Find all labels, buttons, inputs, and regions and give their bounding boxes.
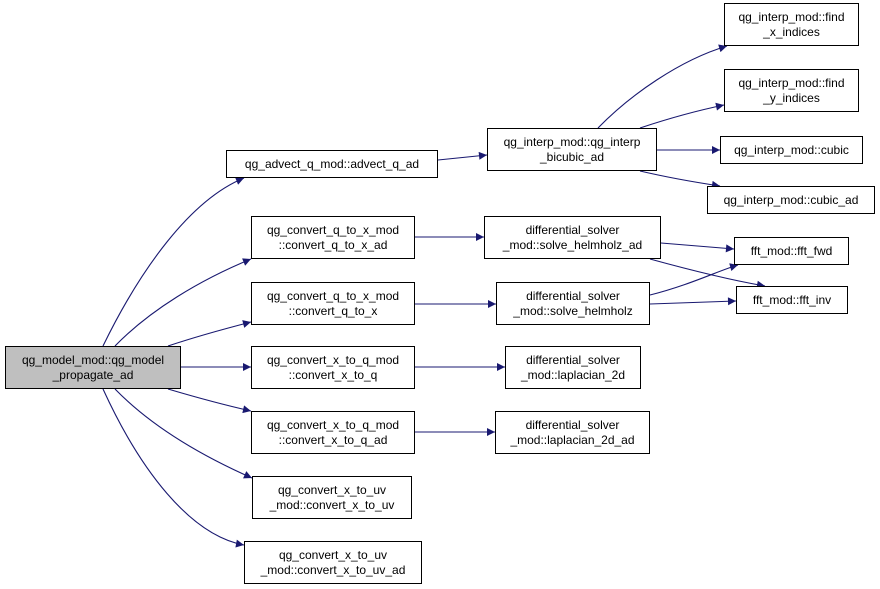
node-convert-x-to-q-ad[interactable]: qg_convert_x_to_q_mod ::convert_x_to_q_a… — [251, 411, 415, 454]
node-solve-helmholz[interactable]: differential_solver _mod::solve_helmholz — [496, 282, 650, 325]
edge-bicubic-to-cubic_ad — [639, 170, 721, 189]
node-label-line-1: qg_convert_q_to_x_mod — [266, 288, 400, 303]
node-label-line-1: qg_interp_mod::qg_interp — [503, 134, 641, 149]
node-cubic-ad[interactable]: qg_interp_mod::cubic_ad — [707, 186, 875, 214]
node-label-line-2: ::convert_x_to_q — [288, 367, 378, 382]
edge-root-to-q2x_ad — [114, 258, 252, 347]
node-label-line-1: differential_solver — [525, 222, 620, 237]
node-find-x-indices[interactable]: qg_interp_mod::find _x_indices — [724, 3, 859, 46]
node-fft-inv[interactable]: fft_mod::fft_inv — [736, 286, 848, 314]
node-label-line-2: ::convert_q_to_x_ad — [278, 237, 388, 252]
node-label-line-1: qg_interp_mod::find — [738, 9, 845, 24]
node-fft-fwd[interactable]: fft_mod::fft_fwd — [734, 237, 849, 265]
node-convert-x-to-q[interactable]: qg_convert_x_to_q_mod ::convert_x_to_q — [251, 346, 415, 389]
node-laplacian-2d[interactable]: differential_solver _mod::laplacian_2d — [505, 346, 641, 389]
node-label-line-1: differential_solver — [525, 417, 620, 432]
node-label-line-2: _mod::solve_helmholz — [513, 303, 633, 318]
node-cubic[interactable]: qg_interp_mod::cubic — [720, 136, 863, 164]
node-label-line-2: _mod::convert_x_to_uv — [269, 497, 395, 512]
node-convert-q-to-x[interactable]: qg_convert_q_to_x_mod ::convert_q_to_x — [251, 282, 415, 325]
edge-root-to-x2q_ad — [167, 388, 252, 414]
node-label-line-2: _mod::laplacian_2d_ad — [510, 432, 635, 447]
node-label-line-1: qg_convert_q_to_x_mod — [266, 222, 400, 237]
node-label-line-1: qg_interp_mod::cubic — [734, 142, 849, 157]
edge-advect-to-bicubic — [437, 151, 488, 161]
node-label-line-1: qg_convert_x_to_q_mod — [266, 352, 400, 367]
node-convert-q-to-x-ad[interactable]: qg_convert_q_to_x_mod ::convert_q_to_x_a… — [251, 216, 415, 259]
node-label-line-1: differential_solver — [526, 288, 620, 303]
node-qg-model-propagate-ad[interactable]: qg_model_mod::qg_model _propagate_ad — [5, 346, 181, 389]
node-label-line-1: qg_interp_mod::cubic_ad — [723, 192, 859, 207]
node-label-line-1: fft_mod::fft_fwd — [750, 243, 833, 258]
edge-helm_ad-to-fft_fwd — [660, 242, 735, 253]
edge-helm-to-fft_fwd — [649, 263, 739, 296]
edge-helm_ad-to-fft_inv — [649, 258, 766, 289]
edge-helm-to-fft_inv — [649, 297, 737, 306]
node-label-line-2: ::convert_q_to_x — [288, 303, 378, 318]
node-label-line-2: ::convert_x_to_q_ad — [278, 432, 388, 447]
edge-root-to-q2x — [167, 320, 252, 347]
edge-root-to-advect — [102, 177, 245, 347]
node-convert-x-to-uv-ad[interactable]: qg_convert_x_to_uv _mod::convert_x_to_uv… — [244, 541, 422, 584]
node-label-line-2: _x_indices — [763, 24, 820, 39]
node-label-line-2: _mod::convert_x_to_uv_ad — [260, 562, 406, 577]
node-label-line-2: _bicubic_ad — [539, 149, 605, 164]
node-label-line-2: _mod::laplacian_2d — [520, 367, 626, 382]
node-find-y-indices[interactable]: qg_interp_mod::find _y_indices — [724, 69, 859, 112]
node-laplacian-2d-ad[interactable]: differential_solver _mod::laplacian_2d_a… — [495, 411, 650, 454]
node-label-line-1: differential_solver — [526, 352, 620, 367]
node-label-line-1: qg_convert_x_to_uv — [278, 547, 388, 562]
node-label-line-1: qg_interp_mod::find — [738, 75, 845, 90]
edge-root-to-x2uv — [114, 388, 253, 479]
node-label-line-1: qg_convert_x_to_uv — [277, 482, 387, 497]
edge-bicubic-to-find_y — [639, 102, 725, 129]
node-label-line-2: _propagate_ad — [52, 367, 134, 382]
node-qg-interp-bicubic-ad[interactable]: qg_interp_mod::qg_interp _bicubic_ad — [487, 128, 657, 171]
node-advect-q-ad[interactable]: qg_advect_q_mod::advect_q_ad — [226, 150, 438, 178]
node-label-line-1: qg_advect_q_mod::advect_q_ad — [244, 156, 420, 171]
node-label-line-2: _mod::solve_helmholz_ad — [502, 237, 643, 252]
edge-bicubic-to-find_x — [597, 44, 728, 129]
node-solve-helmholz-ad[interactable]: differential_solver _mod::solve_helmholz… — [484, 216, 661, 259]
node-convert-x-to-uv[interactable]: qg_convert_x_to_uv _mod::convert_x_to_uv — [252, 476, 412, 519]
edge-root-to-x2uv_ad — [102, 388, 245, 548]
node-label-line-1: qg_convert_x_to_q_mod — [266, 417, 400, 432]
node-label-line-1: fft_mod::fft_inv — [752, 292, 832, 307]
node-label-line-1: qg_model_mod::qg_model — [21, 352, 165, 367]
node-label-line-2: _y_indices — [763, 90, 820, 105]
